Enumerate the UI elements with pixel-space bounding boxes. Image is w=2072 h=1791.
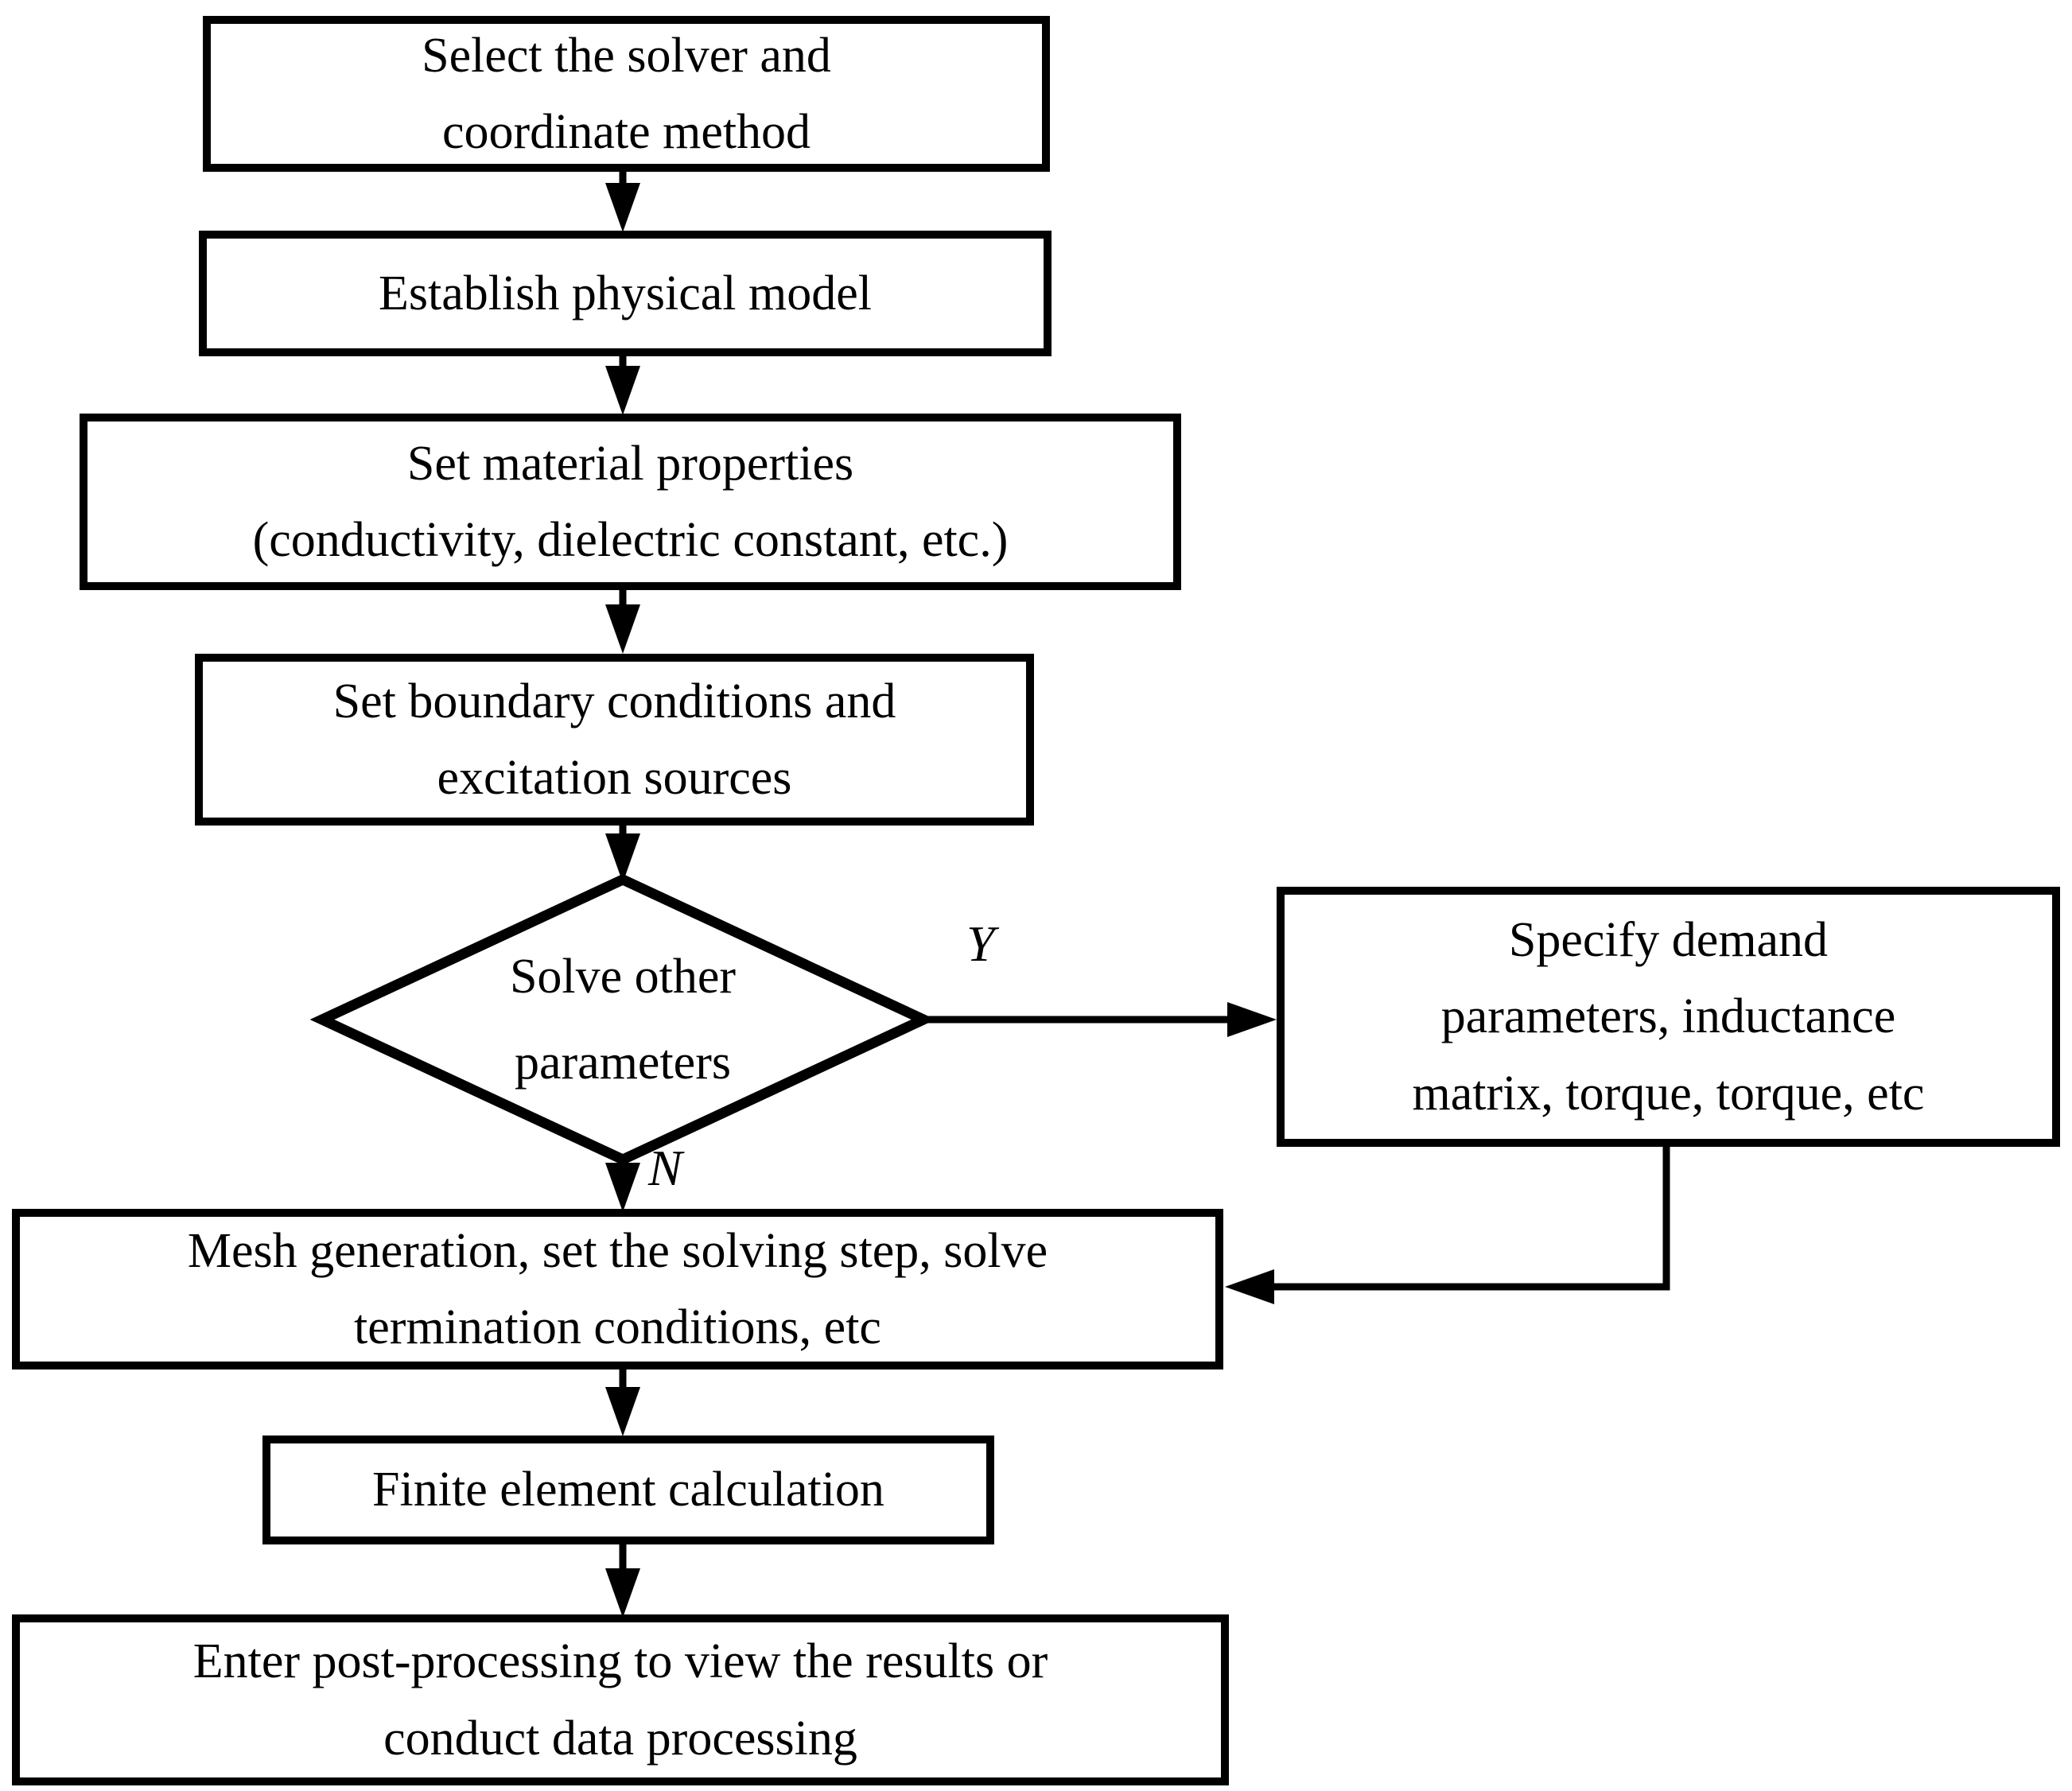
connector-specify-to-mesh bbox=[1225, 1147, 1670, 1304]
arrow-material-to-boundary bbox=[605, 586, 640, 654]
node-select-solver: Select the solver and coordinate method bbox=[203, 16, 1050, 172]
arrow-establish-to-material bbox=[605, 352, 640, 415]
arrow-select-to-establish bbox=[605, 167, 640, 232]
branch-label-no: N bbox=[648, 1140, 682, 1196]
arrow-mesh-to-finite bbox=[605, 1366, 640, 1436]
arrow-decision-yes-to-specify bbox=[923, 1002, 1277, 1037]
arrow-boundary-to-decision bbox=[605, 822, 640, 883]
arrow-finite-to-post bbox=[605, 1540, 640, 1618]
decision-solve-other-parameters: Solve other parameters bbox=[509, 949, 737, 1090]
node-finite-element-calculation: Finite element calculation bbox=[262, 1436, 994, 1544]
node-establish-physical-model: Establish physical model bbox=[199, 231, 1052, 356]
node-specify-demand-parameters: Specify demand parameters, inductance ma… bbox=[1277, 887, 2060, 1147]
arrow-decision-no-to-mesh bbox=[605, 1155, 640, 1212]
node-set-boundary-conditions: Set boundary conditions and excitation s… bbox=[195, 654, 1034, 826]
node-post-processing: Enter post-processing to view the result… bbox=[12, 1614, 1229, 1785]
node-set-material-properties: Set material properties (conductivity, d… bbox=[80, 414, 1181, 590]
branch-label-yes: Y bbox=[966, 915, 995, 972]
node-mesh-generation: Mesh generation, set the solving step, s… bbox=[12, 1209, 1223, 1369]
